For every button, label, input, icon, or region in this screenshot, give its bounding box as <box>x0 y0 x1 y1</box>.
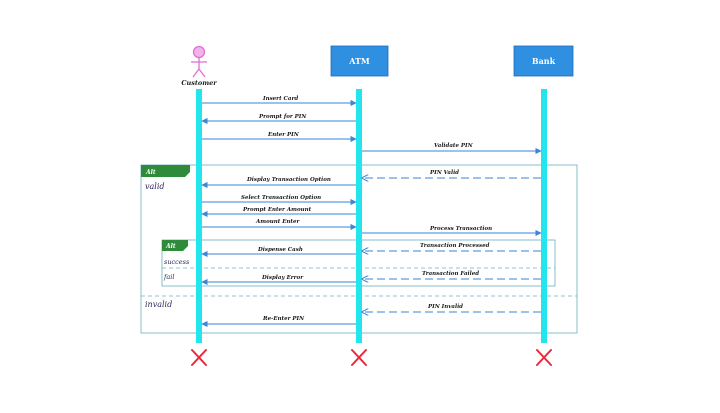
inner-alt-tag <box>162 240 188 251</box>
atm-box <box>330 45 389 77</box>
message-label: PIN Valid <box>429 170 459 176</box>
outer-alt-label: Alt <box>145 169 156 176</box>
message-label: Display Transaction Option <box>246 177 331 183</box>
message-label: PIN Invalid <box>427 304 463 310</box>
message-label: Prompt for PIN <box>258 114 307 120</box>
destroy-bank-icon <box>536 349 552 366</box>
guard-success: success <box>164 258 190 266</box>
actor-icon <box>191 45 207 78</box>
message-label: Enter PIN <box>267 132 300 138</box>
messages: Insert Card Prompt for PIN Enter PIN Val… <box>201 96 542 328</box>
lifeline-atm <box>356 89 362 343</box>
message-label: Amount Enter <box>255 219 300 225</box>
message-label: Transaction Processed <box>420 243 490 249</box>
guard-valid: valid <box>145 182 165 191</box>
outer-alt-tag <box>141 165 190 177</box>
message-label: Re-Enter PIN <box>262 316 305 322</box>
message-label: Process Transaction <box>429 226 492 232</box>
destroy-customer-icon <box>191 349 207 366</box>
bank-box <box>513 45 574 77</box>
message-label: Validate PIN <box>434 143 474 149</box>
guard-invalid: invalid <box>145 300 172 309</box>
participant-customer-name: Customer <box>181 79 217 87</box>
inner-alt-label: Alt <box>165 243 176 250</box>
participant-atm-name: ATM <box>348 56 370 66</box>
lifeline-customer <box>196 89 202 343</box>
participant-customer: Customer <box>181 45 217 87</box>
message-label: Dispense Cash <box>257 247 303 253</box>
message-label: Transaction Failed <box>422 271 479 277</box>
message-label: Display Error <box>261 275 304 281</box>
destroy-atm-icon <box>351 349 367 366</box>
participant-bank-name: Bank <box>532 56 556 66</box>
participant-bank: Bank <box>513 45 574 77</box>
message-label: Prompt Enter Amount <box>242 207 312 213</box>
message-label: Select Transaction Option <box>241 195 321 201</box>
guard-fail: fail <box>163 273 174 281</box>
participant-atm: ATM <box>330 45 389 77</box>
lifeline-bank <box>541 89 547 343</box>
message-label: Insert Card <box>262 96 298 102</box>
